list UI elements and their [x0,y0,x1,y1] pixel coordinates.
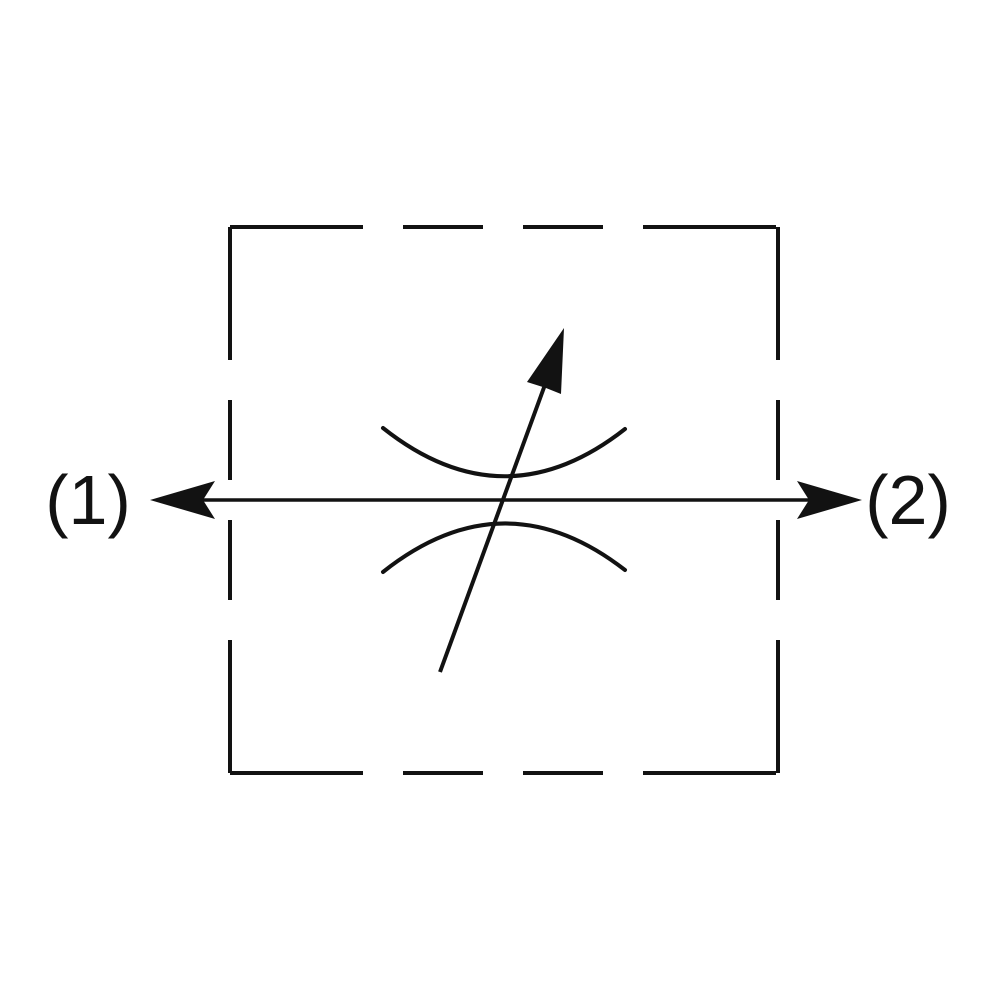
flow-arrowhead-left-icon [150,481,215,519]
adjustment-arrow [438,328,564,673]
component-envelope-dashed-border [228,225,780,775]
port-label-1: (1) [45,461,131,539]
restrictor-arc-top [381,426,627,479]
adjustment-arrowhead-icon [527,328,564,394]
restrictor-arcs [381,426,627,574]
port-label-2: (2) [865,461,951,539]
restrictor-arc-bottom [381,521,627,574]
flow-path [150,481,862,519]
adjustment-arrow-shaft [438,381,548,673]
flow-arrowhead-right-icon [797,481,862,519]
